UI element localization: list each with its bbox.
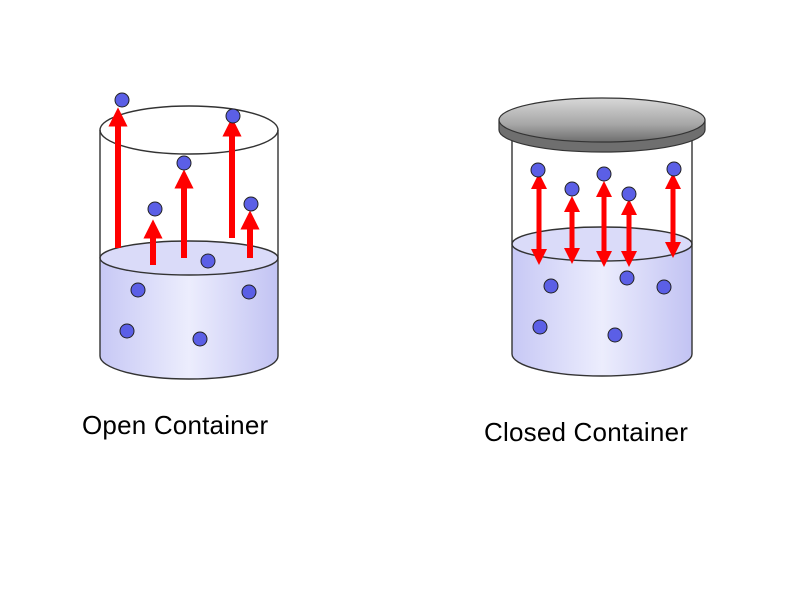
lid — [498, 97, 706, 153]
molecule — [130, 282, 146, 298]
molecule — [114, 92, 130, 108]
molecule — [619, 270, 635, 286]
molecule — [119, 323, 135, 339]
molecule — [656, 279, 672, 295]
molecule — [176, 155, 192, 171]
closed-container — [498, 97, 706, 377]
open-rim — [99, 105, 279, 155]
molecule — [666, 161, 682, 177]
molecule — [596, 166, 612, 182]
molecule — [607, 327, 623, 343]
open-liquid — [100, 258, 278, 379]
molecule — [200, 253, 216, 269]
open-container — [99, 92, 279, 380]
closed-liquid — [512, 244, 692, 376]
molecule — [147, 201, 163, 217]
molecule — [243, 196, 259, 212]
molecule — [543, 278, 559, 294]
open-container-label: Open Container — [82, 410, 269, 440]
molecule — [530, 162, 546, 178]
molecule — [621, 186, 637, 202]
molecule — [532, 319, 548, 335]
molecule — [192, 331, 208, 347]
molecule — [225, 108, 241, 124]
closed-container-label: Closed Container — [484, 417, 689, 447]
molecule — [241, 284, 257, 300]
molecule — [564, 181, 580, 197]
